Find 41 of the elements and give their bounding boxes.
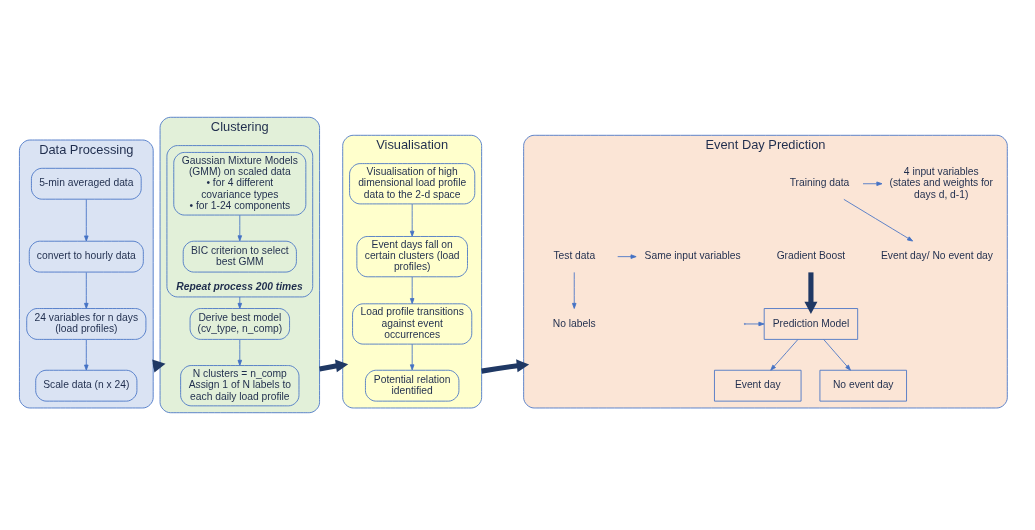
node-box: N clusters = n_comp Assign 1 of N labels to each daily load profile <box>180 365 300 407</box>
node-box: Scale data (n x 24) <box>35 369 138 402</box>
arrow <box>84 198 89 242</box>
arrow <box>237 296 243 309</box>
arrow <box>770 339 799 371</box>
node-text: Same input variables <box>644 250 741 262</box>
node-box: BIC criterion to select best GMM <box>182 240 297 273</box>
node-box: Prediction Model <box>763 308 859 340</box>
node-box: Event days fall on certain clusters (load profiles) <box>356 236 468 278</box>
node-text: No labels <box>552 317 596 329</box>
arrow <box>823 339 851 371</box>
node-box: Event day <box>714 369 802 402</box>
node-text: Event day/ No event day <box>880 250 993 262</box>
node-box: Visualisation of high dimensional load profile data to the 2-d space <box>349 163 476 205</box>
arrow <box>804 272 818 315</box>
arrow <box>572 271 577 309</box>
arrow <box>617 254 637 259</box>
node-box: No event day <box>819 369 907 402</box>
arrow <box>409 203 415 237</box>
arrow <box>409 343 415 371</box>
arrow <box>237 339 243 366</box>
arrow <box>409 276 415 305</box>
node-box: 24 variables for n days (load profiles) <box>26 308 147 340</box>
node-box: convert to hourly data <box>28 240 144 273</box>
arrow <box>84 339 89 371</box>
node-box: Potential relation identified <box>365 369 460 402</box>
arrow <box>237 214 243 242</box>
node-box: 5-min averaged data <box>31 167 142 200</box>
node-text: Gradient Boost <box>776 250 846 262</box>
arrow <box>862 181 883 186</box>
node-text: Training data <box>789 177 850 189</box>
node-box: Load profile transitions against event occurrences <box>352 303 473 345</box>
arrow <box>481 359 530 374</box>
node-box: Gaussian Mixture Models (GMM) on scaled data • for 4 different covariance types • for 1-24 components <box>173 152 307 216</box>
node-text: Test data <box>553 250 596 262</box>
arrow <box>843 198 914 242</box>
node-text: 4 input variables (states and weights for days d, d-1) <box>889 166 993 200</box>
arrow <box>319 359 349 373</box>
arrow <box>84 271 89 309</box>
arrow <box>745 321 765 327</box>
node-box: Derive best model (cv_type, n_comp) <box>189 308 290 340</box>
